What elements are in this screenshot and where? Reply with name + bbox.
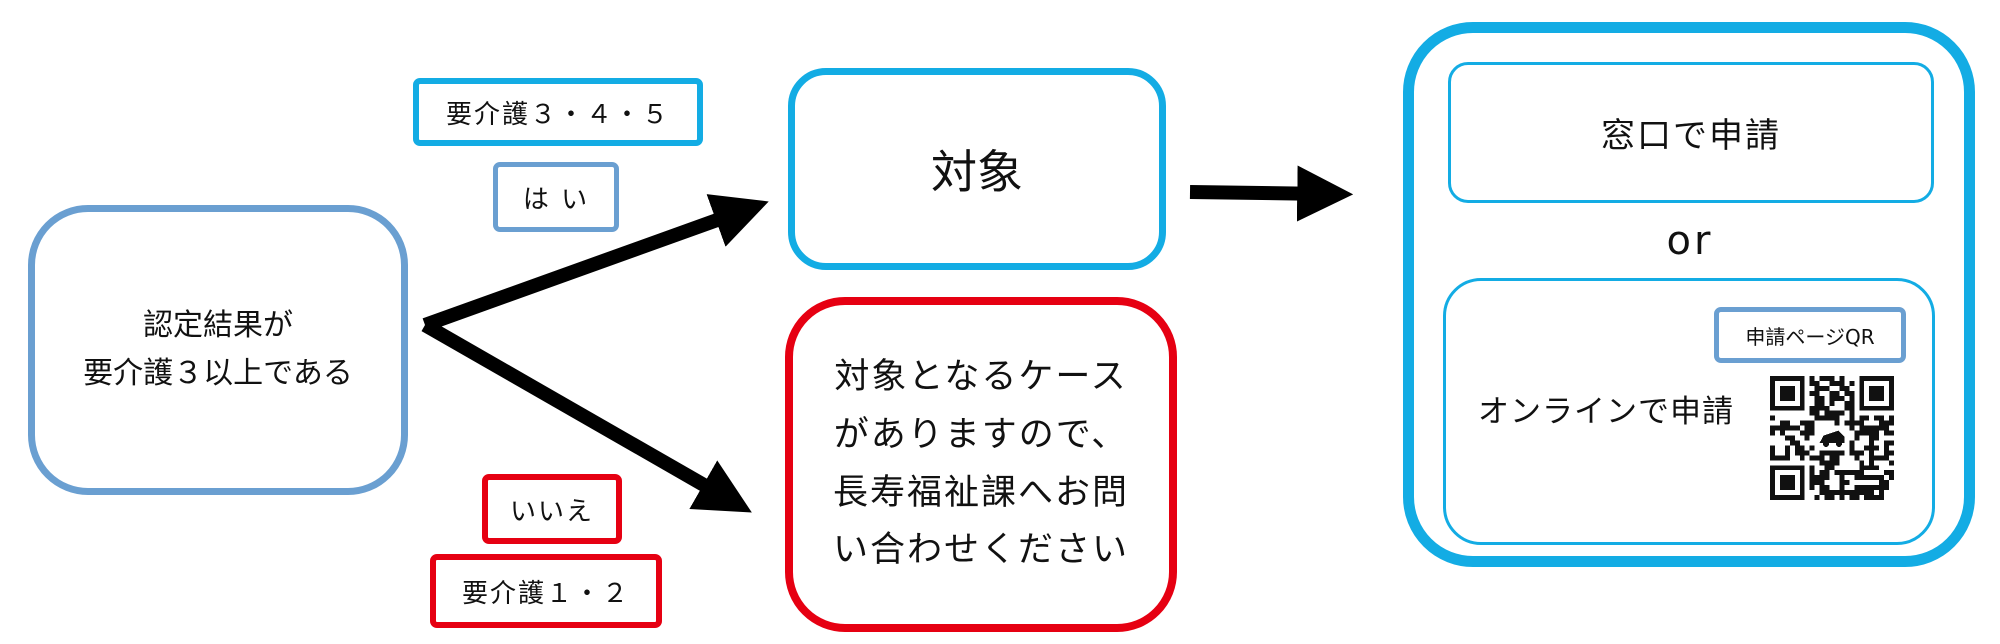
no-level-label: 要介護１・２ bbox=[430, 554, 662, 628]
yes-arrow bbox=[422, 194, 769, 332]
qr-code-icon bbox=[1770, 376, 1894, 500]
start-condition-box: 認定結果が 要介護３以上である bbox=[28, 205, 408, 495]
yes-answer-label: は い bbox=[493, 162, 619, 232]
no-answer-label: いいえ bbox=[482, 474, 622, 544]
not-eligible-line1: 対象となるケース bbox=[834, 357, 1128, 397]
or-text: or bbox=[1666, 218, 1714, 264]
not-eligible-line2: がありますので、 bbox=[833, 414, 1129, 455]
not-eligible-line3: 長寿福祉課へお問 bbox=[832, 472, 1129, 513]
start-condition-line2: 要介護３以上である bbox=[83, 356, 353, 391]
qr-page-badge: 申請ページQR bbox=[1714, 307, 1906, 363]
not-eligible-line4: い合わせください bbox=[832, 530, 1129, 571]
no-arrow bbox=[421, 318, 752, 513]
counter-application-option: 窓口で申請 bbox=[1448, 62, 1934, 203]
start-condition-line1: 認定結果が bbox=[142, 308, 293, 343]
eligible-box: 対象 bbox=[788, 68, 1166, 270]
eligible-label: 対象 bbox=[931, 145, 1023, 199]
yes-level-label: 要介護３・４・５ bbox=[413, 78, 703, 146]
online-application-label: オンラインで申請 bbox=[1478, 394, 1734, 430]
not-eligible-box: 対象となるケース がありますので、 長寿福祉課へお問 い合わせください bbox=[785, 297, 1177, 632]
to-application-arrow bbox=[1189, 165, 1354, 222]
counter-application-label: 窓口で申請 bbox=[1601, 116, 1781, 156]
